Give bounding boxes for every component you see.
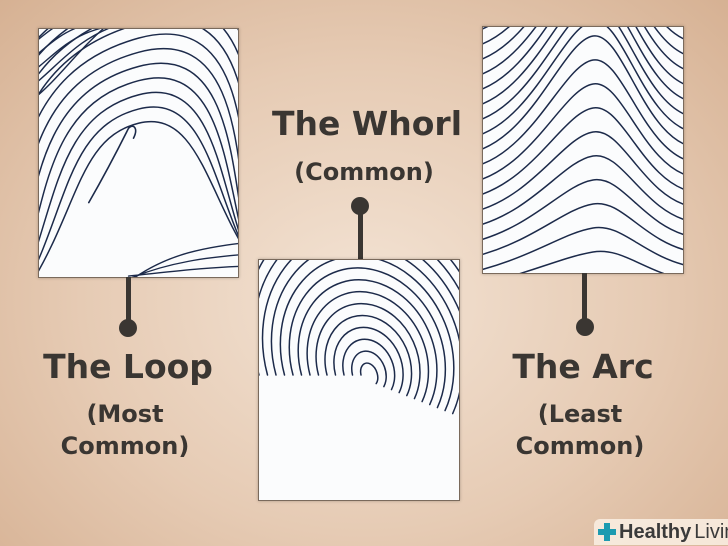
arc-connector-line [582,273,587,321]
arc-frequency-line2: Common) [515,432,645,460]
fingerprint-ridge [39,62,238,198]
fingerprint-ridge [483,27,683,75]
loop-title: The Loop [43,347,213,386]
fingerprint-ridge [483,83,683,180]
fingerprint-ridge [39,48,238,160]
fingerprint-ridge [134,242,238,277]
fingerprint-ridge [261,260,459,376]
fingerprint-ridge [483,226,683,271]
fingerprint-ridge [270,260,459,415]
fingerprint-ridge [324,314,413,397]
loop-fingerprint-image [38,28,239,278]
fingerprint-ridge [359,362,379,385]
fingerprint-ridge [131,254,238,277]
fingerprint-ridge [483,27,489,30]
fingerprint-ridge [87,125,137,204]
fingerprint-ridge [483,27,683,120]
logo-text-light: Living [694,520,728,543]
fingerprint-ridge [483,131,683,210]
fingerprint-ridge [483,27,683,60]
fingerprint-ridge [39,106,238,261]
fingerprint-ridge [483,35,683,150]
fingerprint-ridge [39,29,76,54]
fingerprint-ridge [483,107,683,195]
fingerprint-ridge [342,338,396,391]
fingerprint-ridge [306,290,430,403]
medical-cross-icon [598,523,616,541]
whorl-title: The Whorl [271,104,463,143]
whorl-frequency: (Common) [294,158,434,186]
fingerprint-ridge [288,267,447,409]
fingerprint-ridge [519,250,665,273]
arc-fingerprint-image [482,26,684,274]
fingerprint-ridge [483,59,683,165]
whorl-fingerprint-image [258,259,460,501]
fingerprint-ridge [39,29,109,82]
fingerprint-ridge [39,91,238,243]
fingerprint-ridge [483,155,683,225]
fingerprint-ridge [483,27,683,105]
fingerprint-ridge [315,302,421,400]
fingerprint-ridge [333,326,404,394]
whorl-connector-dot [351,197,369,215]
fingerprint-ridge [39,29,101,68]
fingerprint-ridge [127,265,238,277]
fingerprint-ridge [279,260,455,412]
logo-text-bold: Healthy [619,520,692,543]
healthy-living-logo: HealthyLiving [594,519,728,545]
loop-frequency-line1: (Most [86,400,164,428]
arc-title: The Arc [512,347,654,386]
fingerprint-ridge [39,29,54,40]
loop-connector-dot [119,319,137,337]
whorl-connector-line [358,210,363,260]
fingerprint-ridge [297,279,438,406]
fingerprint-ridge [483,27,683,45]
fingerprint-ridge [483,27,683,90]
loop-connector-line [126,277,131,322]
fingerprint-ridge [351,350,387,388]
arc-connector-dot [576,318,594,336]
fingerprint-ridge [483,27,683,135]
fingerprint-ridge [483,179,683,240]
fingerprint-ridge [39,120,238,272]
fingerprint-ridge [39,77,238,220]
loop-frequency-line2: Common) [60,432,190,460]
fingerprint-ridge [39,33,238,119]
fingerprint-ridge [483,202,683,255]
arc-frequency-line1: (Least [537,400,623,428]
